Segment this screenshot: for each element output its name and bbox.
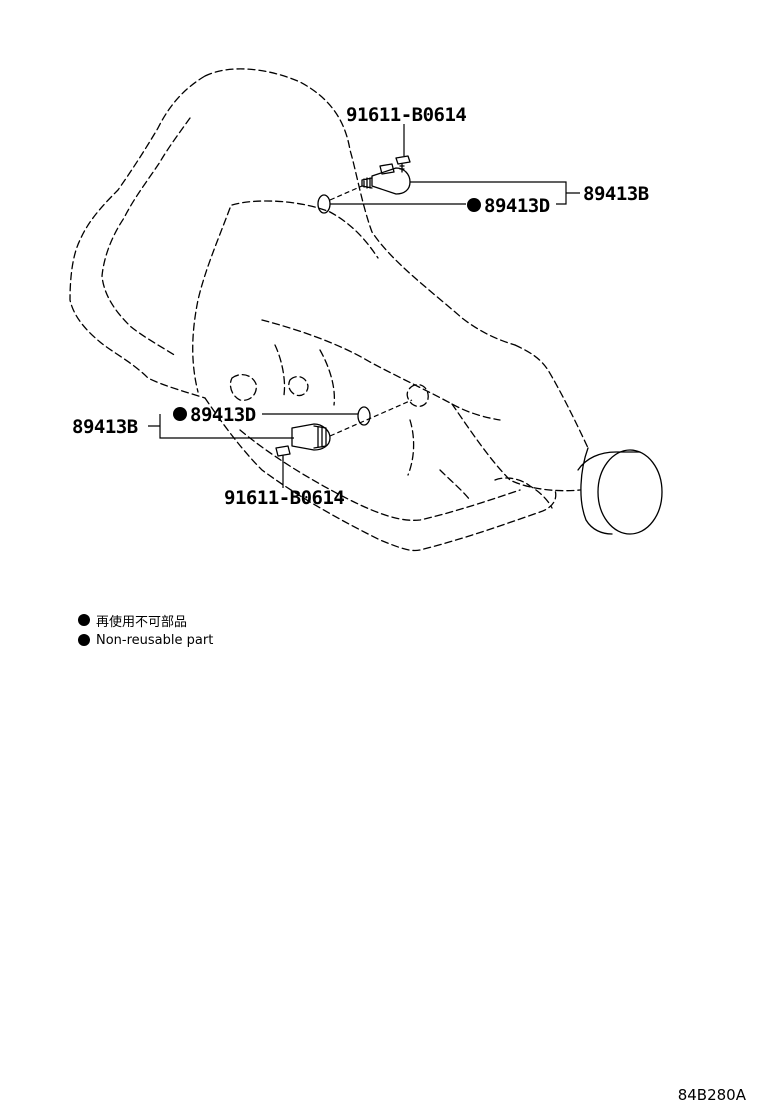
callout-sensor-lower: 89413B <box>72 416 138 438</box>
case-rib-2 <box>319 349 336 406</box>
bolt-upper-head <box>395 155 411 165</box>
case-rib-4 <box>439 469 471 501</box>
bolt-lower <box>275 445 291 463</box>
transmission-housing <box>69 68 589 552</box>
callout-bolt-lower: 91611-B0614 <box>224 487 344 509</box>
bullet-icon <box>78 614 90 626</box>
extension-housing <box>451 344 589 492</box>
non-reusable-marker-lower <box>173 407 187 421</box>
sensor-upper-stem <box>361 177 373 189</box>
output-flange <box>577 447 663 535</box>
case-boss-right <box>406 383 429 408</box>
case-boss-left <box>229 373 257 401</box>
case-rib-1 <box>274 344 286 396</box>
output-flange-body <box>577 447 641 535</box>
legend: 再使用不可部品 Non-reusable part <box>78 610 213 650</box>
callout-oring-upper: 89413D <box>484 195 550 217</box>
legend-text-english: Non-reusable part <box>96 632 214 648</box>
case-top-ridge <box>231 200 379 259</box>
legend-text-japanese: 再使用不可部品 <box>96 614 188 630</box>
guide-upper <box>329 185 363 201</box>
case-rib-3 <box>407 419 415 476</box>
oil-pan-outline <box>204 397 557 552</box>
case-side-body <box>261 319 501 421</box>
guide-lower <box>329 399 413 437</box>
leader-bracket-lower <box>148 414 294 439</box>
bell-housing-outline <box>69 68 516 399</box>
diagram-code: 84B280A <box>677 1086 746 1104</box>
bolt-upper <box>395 155 411 173</box>
callout-oring-lower: 89413D <box>190 404 256 426</box>
oil-pan-inner <box>239 429 521 521</box>
case-front-flange <box>192 207 231 393</box>
legend-row-english: Non-reusable part <box>78 630 213 650</box>
bolt-lower-head <box>275 445 291 457</box>
oring-lower <box>357 406 371 426</box>
non-reusable-marker-upper <box>467 198 481 212</box>
callout-sensor-upper: 89413B <box>583 183 649 205</box>
output-flange-face <box>597 449 663 535</box>
sensor-lower-stem <box>313 425 327 449</box>
sensor-lower-body <box>291 423 331 451</box>
callout-bolt-upper: 91611-B0614 <box>346 104 466 126</box>
speed-sensor-lower <box>291 423 331 451</box>
leader-lines <box>148 124 580 488</box>
sensor-upper-flange <box>379 163 395 175</box>
bolt-upper-shank <box>399 163 405 173</box>
case-boss-mid <box>288 375 309 397</box>
bullet-icon <box>78 634 90 646</box>
legend-row-japanese: 再使用不可部品 <box>78 610 213 630</box>
case-mount-bracket <box>494 477 553 509</box>
leader-bracket-upper <box>410 181 580 205</box>
bell-housing-inner <box>101 117 191 357</box>
